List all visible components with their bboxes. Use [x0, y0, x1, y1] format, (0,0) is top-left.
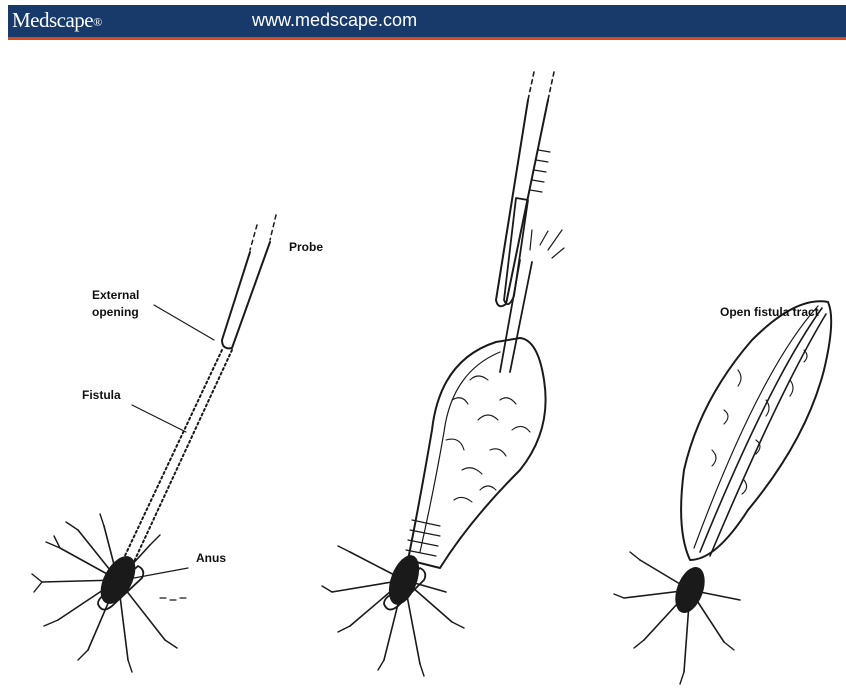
label-open-fistula-tract: Open fistula tract — [720, 305, 819, 319]
label-external-opening: External — [92, 288, 139, 302]
panel-probe — [32, 215, 276, 672]
header-bar: Medscape® www.medscape.com — [8, 5, 846, 40]
panel-open-tract — [614, 301, 831, 684]
label-anus: Anus — [196, 551, 226, 565]
label-fistula: Fistula — [82, 388, 121, 402]
fistula-illustration: Probe External opening Fistula Anus — [0, 40, 846, 692]
label-external-opening-line2: opening — [92, 305, 139, 319]
label-probe: Probe — [289, 240, 323, 254]
medscape-logo: Medscape® — [12, 8, 102, 33]
site-url: www.medscape.com — [252, 10, 417, 31]
panel-incision — [322, 72, 564, 676]
